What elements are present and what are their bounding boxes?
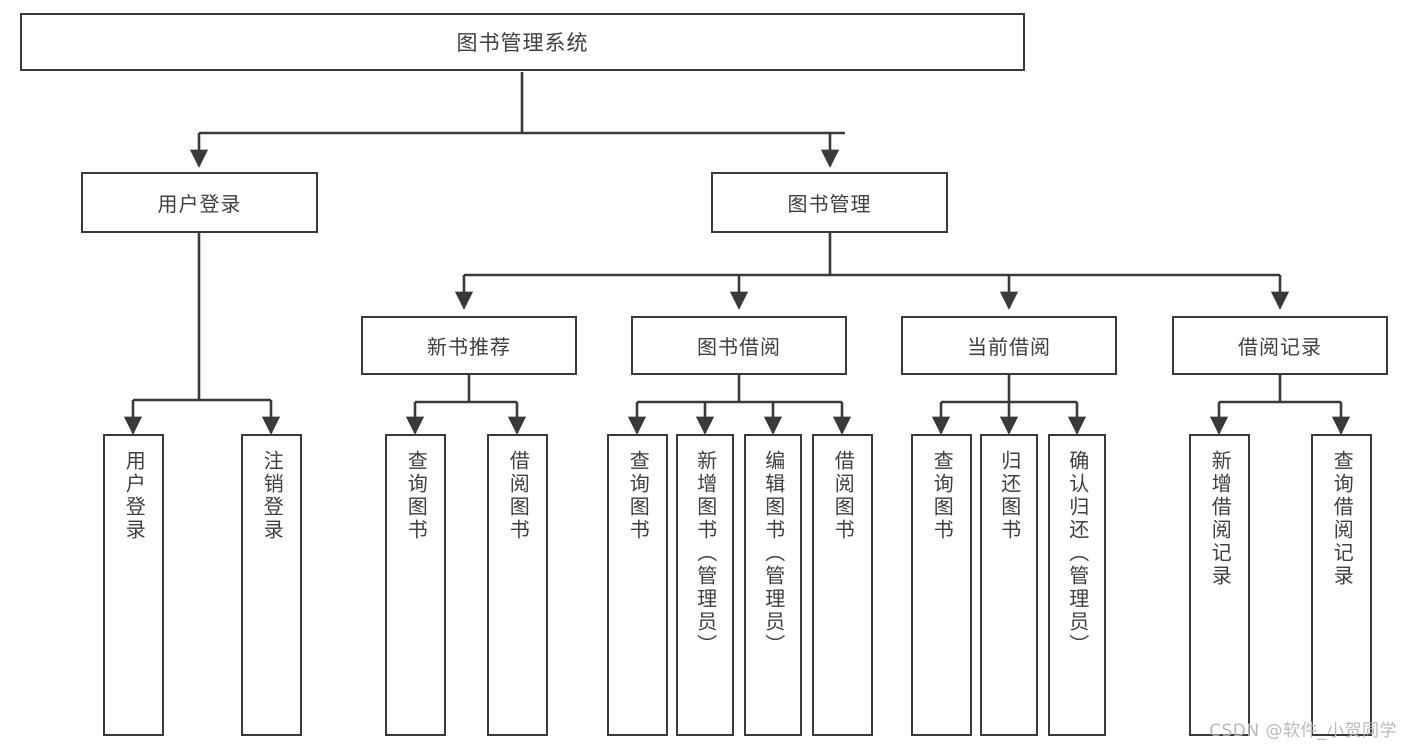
leaf-edit-book-label: 编辑图书（管理员） [761, 450, 786, 657]
leaf-query-book-1-label: 查询图书 [404, 450, 429, 542]
leaf-logout-login-label: 注销登录 [260, 450, 285, 542]
leaf-borrow-book-1[interactable]: 借阅图书 [487, 434, 548, 736]
node-new-book-recommend-label: 新书推荐 [427, 335, 511, 359]
leaf-borrow-book-2[interactable]: 借阅图书 [812, 434, 873, 736]
leaf-query-borrow-record[interactable]: 查询借阅记录 [1311, 434, 1372, 736]
leaf-return-book-label: 归还图书 [997, 450, 1022, 542]
leaf-query-book-2[interactable]: 查询图书 [607, 434, 668, 736]
leaf-add-book[interactable]: 新增图书（管理员） [676, 434, 734, 736]
leaf-query-book-3-label: 查询图书 [930, 450, 955, 542]
leaf-user-login-label: 用户登录 [122, 450, 147, 542]
node-user-login[interactable]: 用户登录 [81, 172, 318, 233]
node-current-borrow-label: 当前借阅 [967, 335, 1051, 359]
node-current-borrow[interactable]: 当前借阅 [901, 316, 1117, 375]
watermark-text: CSDN @软件_小贺同学 [1209, 721, 1397, 741]
leaf-add-borrow-record[interactable]: 新增借阅记录 [1189, 434, 1250, 736]
node-root[interactable]: 图书管理系统 [20, 13, 1025, 71]
node-book-management-label: 图书管理 [787, 192, 872, 216]
leaf-query-book-1[interactable]: 查询图书 [385, 434, 446, 736]
node-book-borrow-label: 图书借阅 [697, 335, 781, 359]
leaf-edit-book[interactable]: 编辑图书（管理员） [744, 434, 802, 736]
leaf-logout-login[interactable]: 注销登录 [241, 434, 302, 736]
leaf-confirm-return-label: 确认归还（管理员） [1065, 450, 1090, 657]
node-root-label: 图书管理系统 [456, 31, 589, 55]
node-user-login-label: 用户登录 [157, 192, 242, 216]
node-book-borrow[interactable]: 图书借阅 [631, 316, 847, 375]
leaf-add-borrow-record-label: 新增借阅记录 [1208, 450, 1233, 588]
leaf-confirm-return[interactable]: 确认归还（管理员） [1048, 434, 1106, 736]
node-new-book-recommend[interactable]: 新书推荐 [361, 316, 577, 375]
leaf-borrow-book-1-label: 借阅图书 [506, 450, 531, 542]
node-borrow-record-label: 借阅记录 [1238, 335, 1322, 359]
leaf-user-login[interactable]: 用户登录 [103, 434, 164, 736]
node-borrow-record[interactable]: 借阅记录 [1172, 316, 1388, 375]
leaf-query-book-3[interactable]: 查询图书 [911, 434, 972, 736]
leaf-query-book-2-label: 查询图书 [626, 450, 651, 542]
leaf-borrow-book-2-label: 借阅图书 [831, 450, 856, 542]
leaf-add-book-label: 新增图书（管理员） [693, 450, 718, 657]
leaf-return-book[interactable]: 归还图书 [980, 434, 1038, 736]
node-book-management[interactable]: 图书管理 [711, 172, 948, 233]
leaf-query-borrow-record-label: 查询借阅记录 [1330, 450, 1355, 588]
